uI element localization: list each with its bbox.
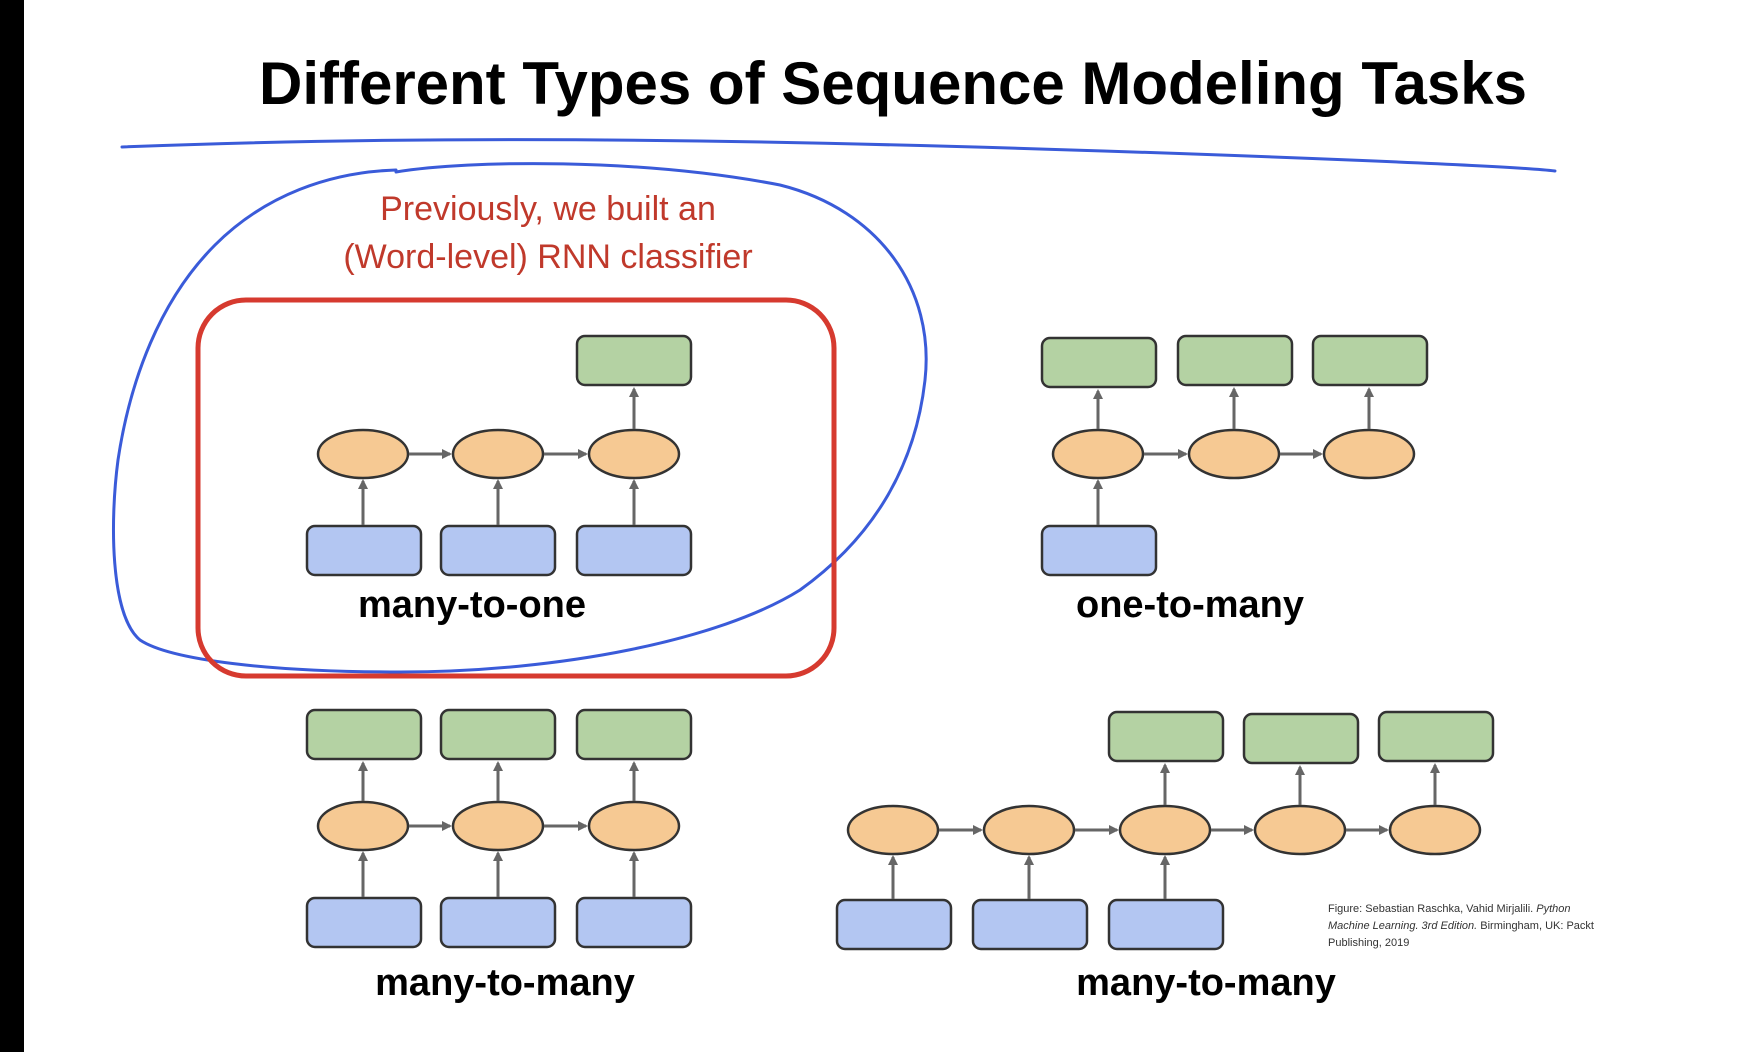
output-box — [1377, 710, 1495, 763]
panel-one-to-many: one-to-many — [1040, 334, 1429, 626]
panel-label-many-to-one: many-to-one — [358, 584, 586, 626]
hidden-cell — [1253, 804, 1347, 856]
slide-title: Different Types of Sequence Modeling Tas… — [259, 50, 1527, 117]
panel-many-to-many-delayed: many-to-many — [835, 710, 1495, 1004]
input-box — [1040, 524, 1158, 577]
panel-many-to-many-synced: many-to-many — [305, 708, 693, 1004]
citation-line-1: Figure: Sebastian Raschka, Vahid Mirjali… — [1328, 903, 1571, 915]
output-box — [1040, 336, 1158, 389]
input-box — [971, 898, 1089, 951]
citation-line-3: Publishing, 2019 — [1328, 937, 1409, 949]
citation-line-2: Machine Learning. 3rd Edition. Birmingha… — [1328, 920, 1594, 932]
panel-label-many-to-many-synced: many-to-many — [375, 962, 635, 1004]
input-box — [835, 898, 953, 951]
highlight-rectangle — [195, 297, 837, 679]
input-box — [305, 896, 423, 949]
hidden-cell — [1118, 804, 1212, 856]
output-box — [439, 708, 557, 761]
annotation-line-1: Previously, we built an — [380, 190, 716, 228]
figure-citation: Figure: Sebastian Raschka, Vahid Mirjali… — [1328, 903, 1594, 949]
input-box — [439, 524, 557, 577]
hidden-cell — [316, 428, 410, 480]
citation-line-1-italic: Python — [1536, 903, 1570, 915]
hidden-cell — [1322, 428, 1416, 480]
input-box — [439, 896, 557, 949]
output-box — [305, 708, 423, 761]
input-box — [575, 896, 693, 949]
pen-circle — [111, 162, 928, 674]
hidden-cell — [1388, 804, 1482, 856]
panel-label-many-to-many-delayed: many-to-many — [1076, 962, 1336, 1004]
hidden-cell — [846, 804, 940, 856]
output-box — [1176, 334, 1294, 387]
output-box — [575, 708, 693, 761]
output-box — [1311, 334, 1429, 387]
hidden-cell — [451, 800, 545, 852]
hidden-cell — [982, 804, 1076, 856]
output-box — [1107, 710, 1225, 763]
input-box — [1107, 898, 1225, 951]
input-box — [575, 524, 693, 577]
citation-line-1-plain: Figure: Sebastian Raschka, Vahid Mirjali… — [1328, 903, 1536, 915]
pen-underline — [120, 138, 1557, 173]
annotation-line-2: (Word-level) RNN classifier — [343, 238, 752, 276]
input-box — [305, 524, 423, 577]
hidden-cell — [587, 428, 681, 480]
left-black-border — [0, 0, 24, 1052]
citation-line-2-plain: Birmingham, UK: Packt — [1477, 920, 1594, 932]
panel-many-to-one: many-to-one — [305, 334, 693, 626]
hidden-cell — [587, 800, 681, 852]
panel-label-one-to-many: one-to-many — [1076, 584, 1304, 626]
output-box — [1242, 712, 1360, 765]
hidden-cell — [1187, 428, 1281, 480]
citation-line-2-italic: Machine Learning. 3rd Edition. — [1328, 920, 1477, 932]
hidden-cell — [1051, 428, 1145, 480]
hidden-cell — [451, 428, 545, 480]
output-box — [575, 334, 693, 387]
hidden-cell — [316, 800, 410, 852]
